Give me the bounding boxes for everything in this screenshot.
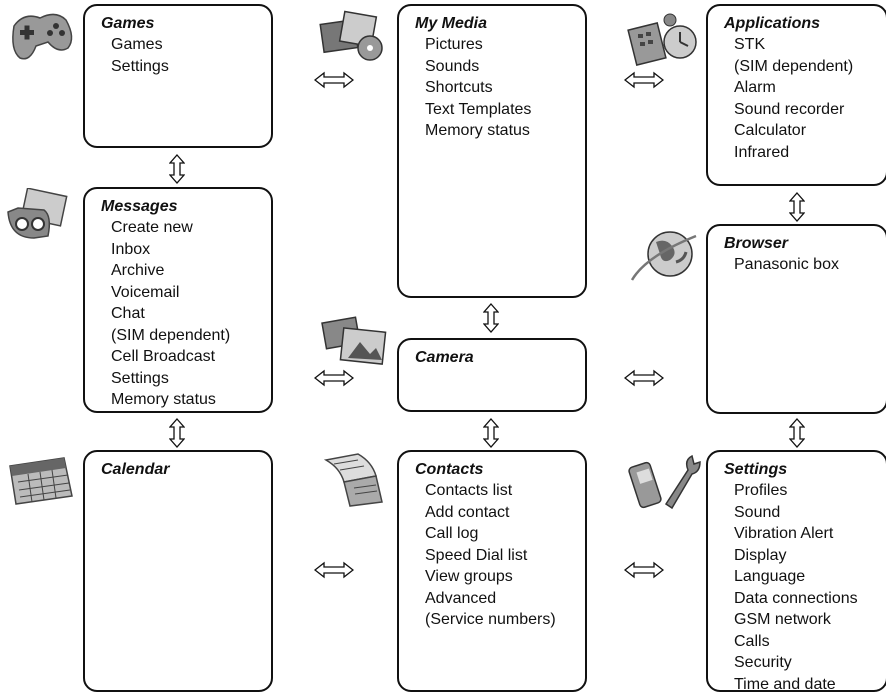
list-item[interactable]: Memory status [425, 120, 579, 142]
messages-box[interactable]: Messages Create new Inbox Archive Voicem… [83, 187, 273, 413]
list-item[interactable]: Speed Dial list [425, 545, 579, 567]
list-item[interactable]: Language [734, 566, 880, 588]
contacts-title: Contacts [415, 460, 579, 480]
my-media-box[interactable]: My Media Pictures Sounds Shortcuts Text … [397, 4, 587, 298]
double-arrow-vertical-icon [483, 418, 499, 448]
double-arrow-horizontal-icon [314, 369, 354, 387]
camera-box[interactable]: Camera [397, 338, 587, 412]
globe-icon [626, 226, 702, 286]
list-item[interactable]: Chat [111, 303, 265, 325]
list-item[interactable]: Sound recorder [734, 99, 880, 121]
media-icon [318, 8, 392, 66]
list-item[interactable]: Call log [425, 523, 579, 545]
browser-list: Panasonic box [724, 254, 880, 276]
list-item[interactable]: Alarm [734, 77, 880, 99]
list-item[interactable]: Inbox [111, 239, 265, 261]
list-item[interactable]: (SIM dependent) [734, 56, 880, 78]
list-item[interactable]: Memory status [111, 389, 265, 411]
list-item[interactable]: Voicemail [111, 282, 265, 304]
games-title: Games [101, 14, 265, 34]
applications-list: STK (SIM dependent) Alarm Sound recorder… [724, 34, 880, 163]
list-item[interactable]: Sound [734, 502, 880, 524]
calendar-title: Calendar [101, 460, 265, 480]
applications-icon [626, 8, 702, 68]
list-item[interactable]: Profiles [734, 480, 880, 502]
list-item[interactable]: Contacts list [425, 480, 579, 502]
double-arrow-horizontal-icon [314, 561, 354, 579]
my-media-title: My Media [415, 14, 579, 34]
calendar-icon [4, 452, 78, 508]
list-item[interactable]: Settings [111, 368, 265, 390]
list-item[interactable]: Create new [111, 217, 265, 239]
double-arrow-vertical-icon [483, 303, 499, 333]
list-item[interactable]: Data connections [734, 588, 880, 610]
list-item[interactable]: Pictures [425, 34, 579, 56]
camera-icon [318, 316, 392, 368]
camera-title: Camera [415, 348, 579, 368]
double-arrow-vertical-icon [169, 418, 185, 448]
double-arrow-vertical-icon [789, 418, 805, 448]
list-item[interactable]: (SIM dependent) [111, 325, 265, 347]
my-media-list: Pictures Sounds Shortcuts Text Templates… [415, 34, 579, 142]
messages-icon [4, 188, 78, 244]
contacts-book-icon [318, 452, 392, 508]
browser-box[interactable]: Browser Panasonic box [706, 224, 886, 414]
list-item[interactable]: Settings [111, 56, 265, 78]
messages-list: Create new Inbox Archive Voicemail Chat … [101, 217, 265, 411]
double-arrow-vertical-icon [169, 154, 185, 184]
list-item[interactable]: Display [734, 545, 880, 567]
list-item[interactable]: Sounds [425, 56, 579, 78]
contacts-list: Contacts list Add contact Call log Speed… [415, 480, 579, 631]
list-item[interactable]: Calls [734, 631, 880, 653]
list-item[interactable]: Calculator [734, 120, 880, 142]
list-item[interactable]: Archive [111, 260, 265, 282]
list-item[interactable]: Security [734, 652, 880, 674]
list-item[interactable]: STK [734, 34, 880, 56]
list-item[interactable]: Cell Broadcast [111, 346, 265, 368]
double-arrow-horizontal-icon [624, 369, 664, 387]
settings-box[interactable]: Settings Profiles Sound Vibration Alert … [706, 450, 886, 692]
list-item[interactable]: Vibration Alert [734, 523, 880, 545]
double-arrow-vertical-icon [789, 192, 805, 222]
list-item[interactable]: Advanced [425, 588, 579, 610]
settings-title: Settings [724, 460, 880, 480]
settings-list: Profiles Sound Vibration Alert Display L… [724, 480, 880, 695]
list-item[interactable]: Time and date [734, 674, 880, 695]
applications-title: Applications [724, 14, 880, 34]
applications-box[interactable]: Applications STK (SIM dependent) Alarm S… [706, 4, 886, 186]
list-item[interactable]: View groups [425, 566, 579, 588]
calendar-box[interactable]: Calendar [83, 450, 273, 692]
list-item[interactable]: Panasonic box [734, 254, 880, 276]
list-item[interactable]: (Service numbers) [425, 609, 579, 631]
gamepad-icon [4, 6, 78, 66]
list-item[interactable]: Add contact [425, 502, 579, 524]
list-item[interactable]: Text Templates [425, 99, 579, 121]
list-item[interactable]: Shortcuts [425, 77, 579, 99]
messages-title: Messages [101, 197, 265, 217]
list-item[interactable]: GSM network [734, 609, 880, 631]
double-arrow-horizontal-icon [624, 561, 664, 579]
games-box[interactable]: Games Games Settings [83, 4, 273, 148]
double-arrow-horizontal-icon [624, 71, 664, 89]
list-item[interactable]: Games [111, 34, 265, 56]
games-list: Games Settings [101, 34, 265, 77]
phone-wrench-icon [626, 452, 702, 512]
contacts-box[interactable]: Contacts Contacts list Add contact Call … [397, 450, 587, 692]
double-arrow-horizontal-icon [314, 71, 354, 89]
browser-title: Browser [724, 234, 880, 254]
list-item[interactable]: Infrared [734, 142, 880, 164]
